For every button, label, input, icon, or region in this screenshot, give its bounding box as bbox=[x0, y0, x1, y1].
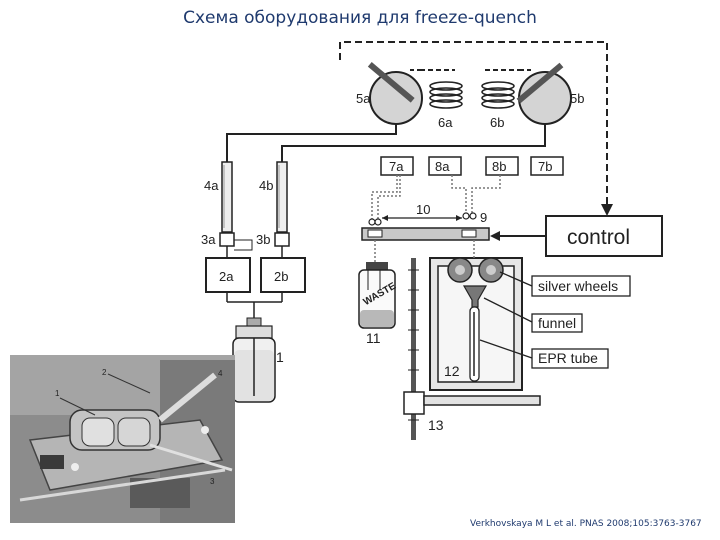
silver-wheels-label: silver wheels bbox=[538, 278, 618, 294]
label-11: 11 bbox=[366, 330, 381, 346]
motor-5a bbox=[367, 62, 423, 125]
motor-5b bbox=[516, 62, 572, 125]
label-4b: 4b bbox=[259, 178, 273, 193]
label-8a: 8a bbox=[435, 159, 450, 174]
photo-label-2: 2 bbox=[102, 368, 107, 377]
label-5b: 5b bbox=[570, 91, 584, 106]
nozzles-9 bbox=[368, 212, 477, 226]
funnel-callout bbox=[531, 313, 583, 333]
label-8b: 8b bbox=[492, 159, 506, 174]
valve-3b bbox=[274, 232, 290, 247]
label-2b: 2b bbox=[274, 269, 288, 284]
stand-13 bbox=[403, 258, 541, 440]
label-10: 10 bbox=[416, 202, 430, 217]
label-9: 9 bbox=[480, 210, 487, 225]
label-7b: 7b bbox=[538, 159, 552, 174]
label-3a: 3a bbox=[201, 232, 216, 247]
box-8a bbox=[428, 156, 462, 176]
label-13: 13 bbox=[428, 417, 444, 433]
box-8b bbox=[485, 156, 519, 176]
waste-bottle-11 bbox=[358, 262, 396, 329]
epr-tube-label: EPR tube bbox=[538, 350, 598, 366]
photo-label-4: 4 bbox=[218, 369, 223, 378]
control-box bbox=[545, 215, 663, 257]
mixer-plate bbox=[361, 227, 490, 241]
epr-tube-callout bbox=[531, 348, 609, 369]
funnel-shape bbox=[462, 285, 488, 308]
reservoir-2b bbox=[260, 257, 306, 293]
photo-label-3: 3 bbox=[210, 477, 215, 486]
control-label: control bbox=[567, 226, 630, 249]
label-12: 12 bbox=[444, 363, 460, 379]
box-7b bbox=[530, 156, 564, 176]
label-3b: 3b bbox=[256, 232, 270, 247]
label-7a: 7a bbox=[389, 159, 404, 174]
valve-3a bbox=[219, 232, 235, 247]
label-1: 1 bbox=[276, 349, 284, 365]
gas-bottle-1 bbox=[232, 317, 276, 403]
label-5a: 5a bbox=[356, 91, 371, 106]
syringe-4a bbox=[221, 161, 233, 233]
syringe-4b bbox=[276, 161, 288, 233]
coil-6a bbox=[429, 81, 463, 109]
funnel-label: funnel bbox=[538, 315, 576, 331]
apparatus-photo bbox=[10, 355, 235, 523]
label-6b: 6b bbox=[490, 115, 504, 130]
photo-label-1: 1 bbox=[55, 389, 60, 398]
citation: Verkhovskaya M L et al. PNAS 2008;105:37… bbox=[470, 519, 702, 529]
control-arrow-head bbox=[601, 204, 613, 216]
label-4a: 4a bbox=[204, 178, 219, 193]
reservoir-2a bbox=[205, 257, 251, 293]
label-6a: 6a bbox=[438, 115, 453, 130]
label-2a: 2a bbox=[219, 269, 234, 284]
diagram-title: Схема оборудования для freeze-quench bbox=[183, 8, 537, 28]
coil-6b bbox=[481, 81, 515, 109]
control-signal-line bbox=[339, 41, 608, 212]
silver-wheels bbox=[447, 257, 504, 283]
